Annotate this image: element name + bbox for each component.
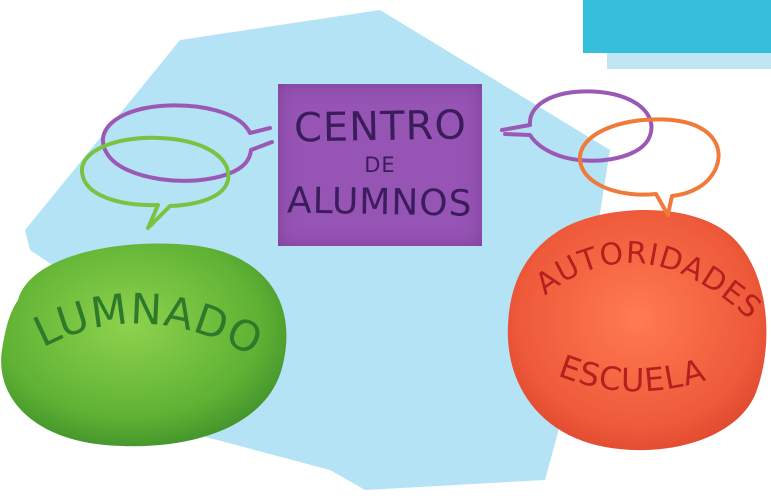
center-label-line2: DE	[364, 153, 396, 177]
autoridades-blob	[507, 210, 767, 451]
speech-bubble-orange	[577, 117, 721, 217]
corner-tab-shadow	[607, 53, 771, 69]
centro-de-alumnos-box: CENTRO DE ALUMNOS	[278, 84, 482, 246]
speech-bubble-purple-right	[500, 89, 654, 163]
speech-bubble-green	[79, 135, 231, 230]
center-label-line3: ALUMNOS	[286, 180, 474, 225]
center-label-line1: CENTRO	[293, 102, 467, 152]
corner-tab	[583, 0, 771, 53]
speech-bubble-purple-left	[101, 103, 274, 183]
alumnado-blob	[1, 243, 287, 447]
